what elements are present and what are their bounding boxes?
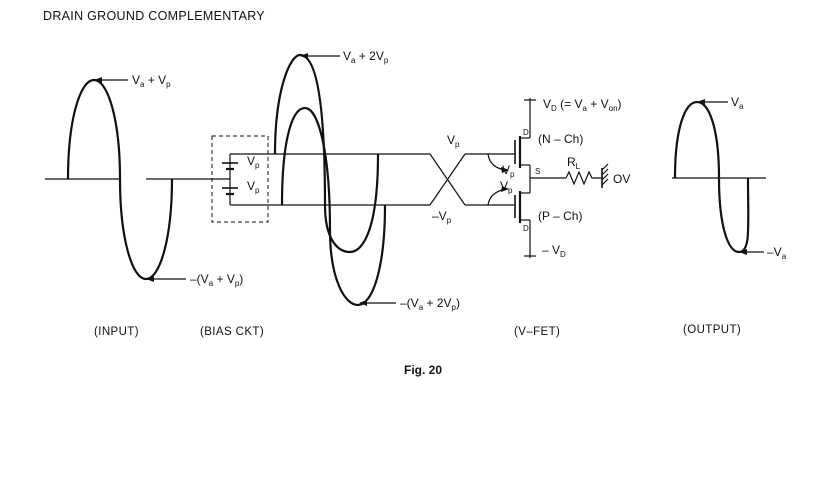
n-channel-label: (N – Ch)	[538, 132, 583, 146]
middle-waveforms	[273, 53, 430, 307]
vd-positive-label: VD (= Va + Von)	[543, 97, 622, 113]
cross-wires	[429, 153, 515, 206]
ground-hatch	[601, 173, 609, 181]
load-resistor	[565, 170, 602, 186]
ground-hatch	[601, 168, 609, 176]
figure-caption: Fig. 20	[404, 363, 442, 377]
output-trough-label: –Va	[767, 245, 787, 261]
mid-trough-label: –(Va + 2Vp)	[400, 296, 460, 312]
arrowhead	[697, 99, 705, 105]
ground-hatch	[601, 163, 609, 171]
lower-sine	[280, 106, 387, 307]
ground-label: OV	[613, 172, 630, 186]
bias-circuit	[198, 135, 280, 223]
cross-wire	[429, 153, 466, 206]
bias-vp-top-label: Vp	[247, 154, 260, 170]
section-input-label: (INPUT)	[94, 326, 139, 338]
section-vfet-label: (V–FET)	[514, 326, 560, 338]
p-channel-label: (P – Ch)	[538, 209, 582, 223]
drain-bottom-label: D	[523, 224, 529, 233]
page-title: DRAIN GROUND COMPLEMENTARY	[43, 9, 265, 23]
section-output-label: (OUTPUT)	[683, 324, 741, 336]
arrowhead	[739, 249, 747, 255]
mid-peak-label: Va + 2Vp	[343, 49, 389, 65]
vd-negative-label: – VD	[542, 243, 566, 259]
gate-vp-top-label: Vp	[502, 163, 515, 179]
section-bias-label: (BIAS CKT)	[200, 326, 264, 338]
bias-vp-bottom-label: Vp	[247, 179, 260, 195]
arrowhead	[146, 276, 154, 282]
vfet-pair	[514, 98, 609, 258]
input-peak-label: Va + Vp	[132, 73, 171, 89]
output-waveform	[672, 99, 766, 255]
drain-top-label: D	[523, 128, 529, 137]
input-waveform	[45, 77, 198, 282]
output-peak-label: Va	[731, 95, 744, 111]
arrowhead	[359, 300, 367, 306]
gate-vp-bottom-label: Vp	[500, 179, 513, 195]
arrowhead	[94, 77, 102, 83]
arrowhead	[501, 167, 509, 173]
cross-vp-top-label: Vp	[447, 133, 460, 149]
load-resistor-label: RL	[567, 155, 581, 171]
source-label: S	[535, 167, 540, 176]
cross-vp-bottom-label: –Vp	[432, 209, 452, 225]
output-sine	[673, 100, 750, 254]
input-trough-label: –(Va + Vp)	[190, 272, 243, 288]
arrowhead	[300, 53, 308, 59]
arrowhead	[501, 186, 509, 192]
ground-hatch	[601, 178, 609, 186]
upper-sine	[273, 53, 380, 254]
input-sine	[66, 78, 174, 281]
